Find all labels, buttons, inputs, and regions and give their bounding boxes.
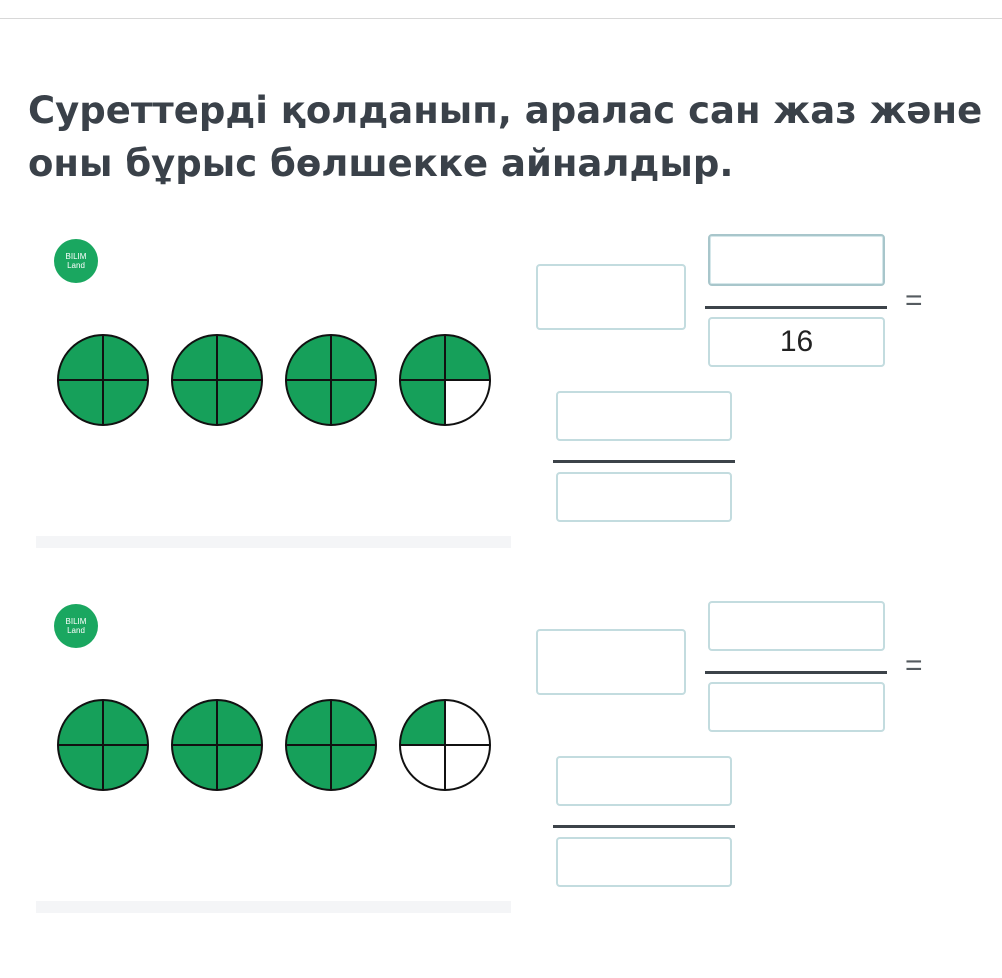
shaded-quarter (400, 335, 445, 380)
shaded-quarter (217, 700, 262, 745)
shaded-quarter (103, 745, 148, 790)
question-title-line-1: Суреттерді қолданып, аралас сан жаз және (28, 89, 983, 132)
shaded-quarter (217, 745, 262, 790)
divider (36, 901, 511, 913)
top-border (0, 0, 1002, 19)
shaded-quarter (58, 335, 103, 380)
bilimland-logo: BILIM Land (54, 239, 98, 283)
shaded-quarter (400, 380, 445, 425)
shaded-quarter (331, 380, 376, 425)
question-title: Суреттерді қолданып, аралас сан жаз және… (28, 84, 988, 190)
shaded-quarter (172, 380, 217, 425)
fraction-circle (285, 699, 377, 791)
shaded-quarter (217, 380, 262, 425)
empty-quarter (400, 745, 445, 790)
shaded-quarter (172, 745, 217, 790)
mixed-denominator-input[interactable]: 16 (708, 317, 885, 367)
shaded-quarter (103, 380, 148, 425)
shaded-quarter (58, 745, 103, 790)
logo-line-1: BILIM (65, 617, 87, 626)
shaded-quarter (217, 335, 262, 380)
fraction-circle (57, 334, 149, 426)
logo-line-2: Land (67, 261, 85, 270)
improper-numerator-input[interactable] (556, 756, 732, 806)
fraction-circle (285, 334, 377, 426)
shaded-quarter (286, 335, 331, 380)
empty-quarter (445, 380, 490, 425)
improper-fraction-line (553, 825, 735, 828)
mixed-numerator-input[interactable] (708, 234, 885, 286)
shaded-quarter (103, 335, 148, 380)
equals-sign: = (905, 284, 923, 317)
improper-fraction-line (553, 460, 735, 463)
fraction-circle (399, 699, 491, 791)
fraction-circle (171, 699, 263, 791)
shaded-quarter (286, 700, 331, 745)
shaded-quarter (331, 745, 376, 790)
fraction-circles (56, 697, 496, 793)
circles-svg (57, 699, 491, 791)
question-title-line-2: оны бұрыс бөлшекке айналдыр. (28, 142, 734, 185)
fraction-circle (399, 334, 491, 426)
mixed-whole-input[interactable] (536, 629, 686, 695)
mixed-denominator-input[interactable] (708, 682, 885, 732)
circles-svg (57, 334, 491, 426)
equals-sign: = (905, 649, 923, 682)
logo-line-1: BILIM (65, 252, 87, 261)
exercise-1: BILIM Land 16 = (0, 0, 1002, 548)
mixed-whole-input[interactable] (536, 264, 686, 330)
shaded-quarter (331, 335, 376, 380)
shaded-quarter (445, 335, 490, 380)
empty-quarter (445, 700, 490, 745)
shaded-quarter (58, 700, 103, 745)
fraction-circle (57, 699, 149, 791)
shaded-quarter (58, 380, 103, 425)
mixed-fraction-line (705, 671, 887, 674)
mixed-fraction-line (705, 306, 887, 309)
shaded-quarter (286, 745, 331, 790)
exercise-2: BILIM Land = (0, 365, 1002, 913)
empty-quarter (445, 745, 490, 790)
divider (36, 536, 511, 548)
fraction-circle (171, 334, 263, 426)
shaded-quarter (286, 380, 331, 425)
improper-denominator-input[interactable] (556, 472, 732, 522)
shaded-quarter (400, 700, 445, 745)
fraction-circles (56, 332, 496, 428)
mixed-numerator-input[interactable] (708, 601, 885, 651)
shaded-quarter (331, 700, 376, 745)
bilimland-logo: BILIM Land (54, 604, 98, 648)
improper-numerator-input[interactable] (556, 391, 732, 441)
shaded-quarter (172, 335, 217, 380)
improper-denominator-input[interactable] (556, 837, 732, 887)
shaded-quarter (103, 700, 148, 745)
shaded-quarter (172, 700, 217, 745)
logo-line-2: Land (67, 626, 85, 635)
